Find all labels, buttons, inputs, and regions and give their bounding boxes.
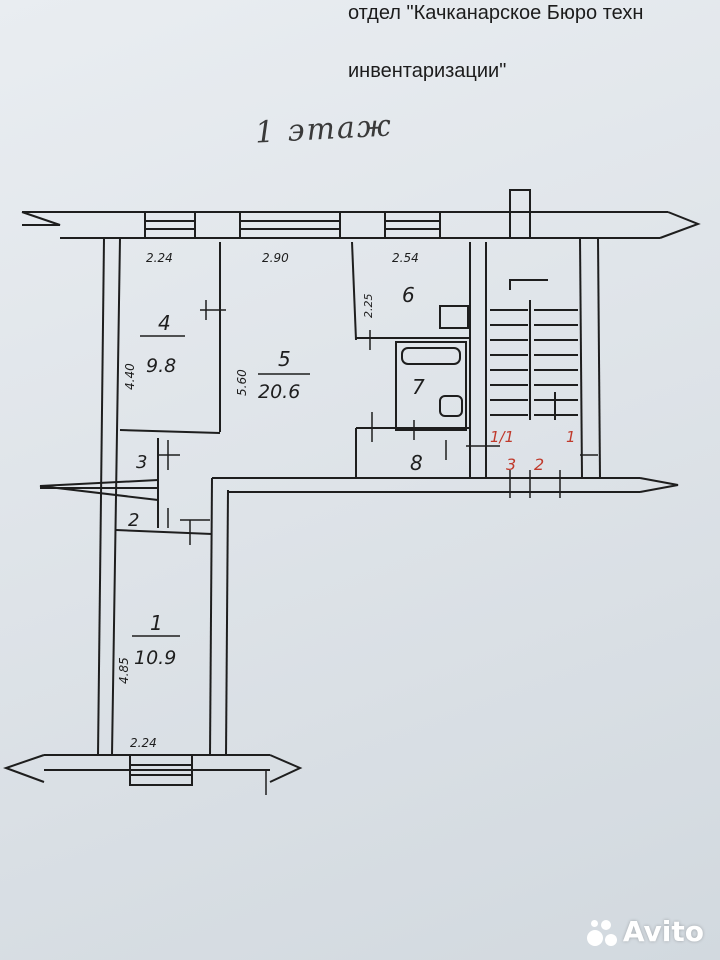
left-wall-inner xyxy=(111,237,121,756)
room-1-area: 10.9 xyxy=(134,647,176,669)
wall-4-bottom xyxy=(119,429,221,434)
dim-room-6-width: 2.54 xyxy=(392,251,419,265)
vent-stub xyxy=(509,189,531,239)
header-line-2: инвентаризации" xyxy=(348,60,507,82)
header-line-1: отдел "Качканарское Бюро техн xyxy=(348,2,644,24)
room-1-number: 1 xyxy=(150,611,163,635)
avito-wordmark: Avito xyxy=(622,915,704,948)
top-right-arrow xyxy=(659,211,701,239)
dim-room-4-length: 4.40 xyxy=(123,363,137,390)
stair-label-d: 2 xyxy=(534,455,544,474)
room-5-area: 20.6 xyxy=(258,381,300,403)
dim-room-6-length: 2.25 xyxy=(362,294,375,319)
stair-label-b: 1 xyxy=(566,428,576,446)
room-labels: 4 9.8 5 20.6 6 7 8 3 2 1 10.9 xyxy=(128,283,425,669)
bottom-left-arrow xyxy=(3,754,45,783)
dim-room-4-width: 2.24 xyxy=(146,251,173,265)
wall-room-1-right-inner xyxy=(225,489,229,756)
room-5-number: 5 xyxy=(278,347,291,371)
corridor-right-arrow xyxy=(639,477,679,493)
stair-label-c: 3 xyxy=(506,455,516,474)
door-marks xyxy=(158,300,598,795)
stair-wall-right xyxy=(579,237,583,479)
dim-room-1-width: 2.24 xyxy=(130,736,157,750)
bottom-right-arrow xyxy=(269,754,303,783)
room-2-number: 2 xyxy=(128,510,139,531)
window-room-1 xyxy=(129,754,193,786)
stair-steps xyxy=(490,309,578,416)
corridor-arrow xyxy=(39,479,159,501)
dimension-labels: 2.24 2.90 2.54 4.40 5.60 2.25 4.85 2.24 xyxy=(117,251,419,750)
window-room-5 xyxy=(239,211,341,239)
room-4-number: 4 xyxy=(158,311,171,335)
top-left-arrow xyxy=(21,211,61,226)
bathtub xyxy=(401,347,461,365)
window-room-4 xyxy=(144,211,196,239)
room-7-number: 7 xyxy=(412,375,425,399)
stair-arrow xyxy=(509,279,548,290)
wall-6-left xyxy=(351,241,357,341)
room-4-area: 9.8 xyxy=(146,355,176,377)
room-3-number: 3 xyxy=(136,452,147,473)
wall-2-bottom xyxy=(115,529,213,535)
plan-walls xyxy=(3,189,701,795)
room-7-box xyxy=(395,341,467,431)
sink-room-6 xyxy=(439,305,469,329)
window-room-6 xyxy=(384,211,441,239)
left-wall-outer xyxy=(97,237,105,756)
wall-room-1-right xyxy=(209,477,213,756)
dim-room-5-width: 2.90 xyxy=(262,251,289,265)
room-8-number: 8 xyxy=(410,451,423,475)
stair-wall-right-outer xyxy=(597,237,601,479)
dim-room-1-length: 4.85 xyxy=(117,657,131,684)
toilet xyxy=(439,395,463,417)
stair-label-a: 1/1 xyxy=(490,428,514,446)
dim-room-5-length: 5.60 xyxy=(235,369,249,396)
avito-logo-icon xyxy=(585,916,617,948)
stair-labels: 1/1 1 3 2 xyxy=(490,428,576,474)
avito-watermark: Avito xyxy=(585,915,704,948)
room-6-number: 6 xyxy=(402,283,415,307)
